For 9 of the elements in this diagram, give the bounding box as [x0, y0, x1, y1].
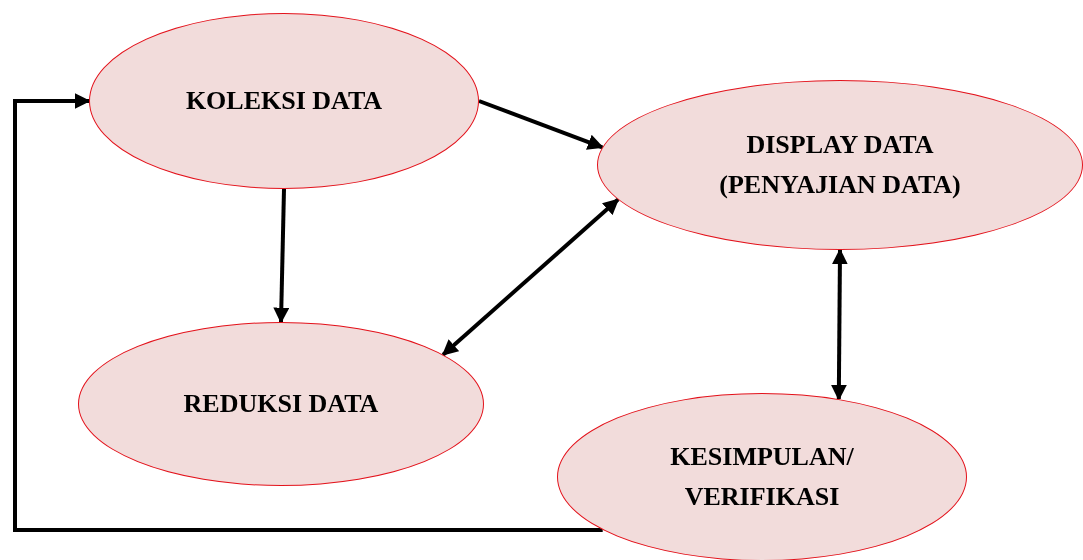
node-label: REDUKSI DATA — [183, 387, 379, 420]
arrow — [830, 248, 848, 401]
arrow — [273, 188, 290, 324]
arrow — [13, 93, 603, 532]
node-label: KOLEKSI DATA — [185, 84, 383, 117]
node-label: KESIMPULAN/ VERIFIKASI — [669, 440, 855, 513]
node-label: DISPLAY DATA (PENYAJIAN DATA) — [718, 128, 962, 201]
arrow — [441, 198, 620, 357]
arrow — [478, 99, 604, 150]
